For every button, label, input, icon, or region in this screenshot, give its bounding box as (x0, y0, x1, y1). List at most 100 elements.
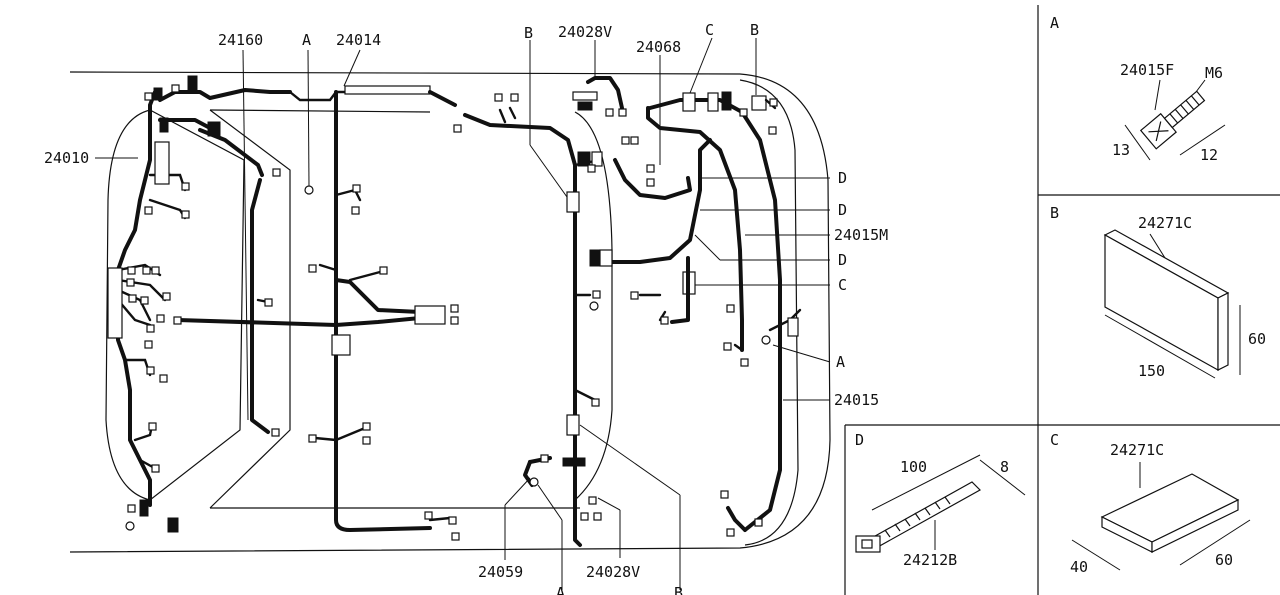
cable-tie-teeth (884, 496, 951, 538)
label-24028V-top: 24028V (558, 23, 612, 41)
terminal (450, 304, 459, 313)
terminal (156, 314, 165, 323)
terminal (159, 374, 168, 383)
vehicle-body-outline (69, 71, 831, 553)
detail-a-thread: M6 (1205, 64, 1223, 82)
clip-bottom (562, 457, 586, 467)
detail-c-part: 24271C (1110, 441, 1164, 459)
detail-a-letter: A (1050, 14, 1059, 32)
terminal (768, 126, 777, 135)
terminal-connectors (126, 84, 778, 541)
detail-d-dim-length: 100 (900, 458, 927, 476)
label-D-2: D (838, 201, 847, 219)
terminal (142, 266, 151, 275)
label-24010: 24010 (44, 149, 89, 167)
terminal (308, 264, 317, 273)
terminal (351, 206, 360, 215)
terminal (618, 108, 627, 117)
terminal (754, 518, 763, 527)
detail-b-dim-height: 60 (1248, 330, 1266, 348)
label-24068: 24068 (636, 38, 681, 56)
detail-a-dim-head: 13 (1112, 141, 1130, 159)
terminal (173, 316, 182, 325)
terminal (726, 304, 735, 313)
terminal (151, 464, 160, 473)
terminal (605, 108, 614, 117)
terminal (128, 294, 137, 303)
terminal (739, 108, 748, 117)
detail-panel-frames (844, 5, 1280, 595)
connector-center (414, 305, 446, 325)
terminal (144, 92, 153, 101)
label-24160: 24160 (218, 31, 263, 49)
detail-c-letter: C (1050, 431, 1059, 449)
terminal (592, 290, 601, 299)
detail-a-dim-length: 12 (1200, 146, 1218, 164)
terminal (127, 266, 136, 275)
terminal (646, 164, 655, 173)
terminal (540, 454, 549, 463)
label-A-top: A (302, 31, 311, 49)
terminal (140, 296, 149, 305)
terminal (510, 93, 519, 102)
label-A-bottom: A (556, 584, 565, 595)
terminal (362, 436, 371, 445)
harness-24015 (768, 308, 802, 337)
connector-b-upper (566, 191, 580, 213)
harness-24160 (158, 88, 292, 434)
detail-a-part: 24015F (1120, 61, 1174, 79)
label-24028V-bottom: 24028V (586, 563, 640, 581)
terminal (148, 422, 157, 431)
leader-lines (95, 37, 831, 590)
connector-24068 (707, 92, 719, 112)
label-A-right: A (836, 353, 845, 371)
terminal (271, 428, 280, 437)
terminal (593, 512, 602, 521)
terminal (144, 206, 153, 215)
terminal (162, 292, 171, 301)
label-D-1: D (838, 169, 847, 187)
connector-24015 (787, 317, 799, 337)
terminal (181, 210, 190, 219)
terminal (494, 93, 503, 102)
terminal (769, 98, 778, 107)
harness-24068 (577, 92, 782, 532)
connector-24015M (599, 249, 613, 267)
harness-24014 (176, 85, 457, 532)
terminal (630, 291, 639, 300)
detail-c-dim-length: 60 (1215, 551, 1233, 569)
connector-door-main (107, 267, 123, 339)
terminal (450, 316, 459, 325)
label-C-top: C (705, 21, 714, 39)
terminal (588, 496, 597, 505)
connector-24014 (344, 85, 431, 95)
terminal (424, 511, 433, 520)
terminal (126, 278, 135, 287)
terminal (720, 490, 729, 499)
terminal (723, 342, 732, 351)
detail-c-dim-width: 40 (1070, 558, 1088, 576)
terminal (660, 316, 669, 325)
connector-c-top (682, 92, 696, 112)
detail-a-bolt: A 24015F M6 13 12 (1050, 14, 1226, 164)
terminal (379, 266, 388, 275)
terminal (580, 512, 589, 521)
connector-b-lower (566, 414, 580, 436)
detail-b-part: 24271C (1138, 214, 1192, 232)
label-24015: 24015 (834, 391, 879, 409)
label-24059: 24059 (478, 563, 523, 581)
terminal (587, 164, 596, 173)
label-C-right: C (838, 276, 847, 294)
detail-d-cable-tie: D 100 8 24212B (855, 431, 1026, 569)
terminal (591, 398, 600, 407)
terminal (146, 366, 155, 375)
connector-24028V-top (572, 91, 598, 101)
terminal (453, 124, 462, 133)
terminal (630, 136, 639, 145)
label-B-top1: B (524, 24, 533, 42)
detail-d-dim-width: 8 (1000, 458, 1009, 476)
label-24015M: 24015M (834, 226, 888, 244)
terminal (448, 516, 457, 525)
black-clips (139, 75, 732, 533)
